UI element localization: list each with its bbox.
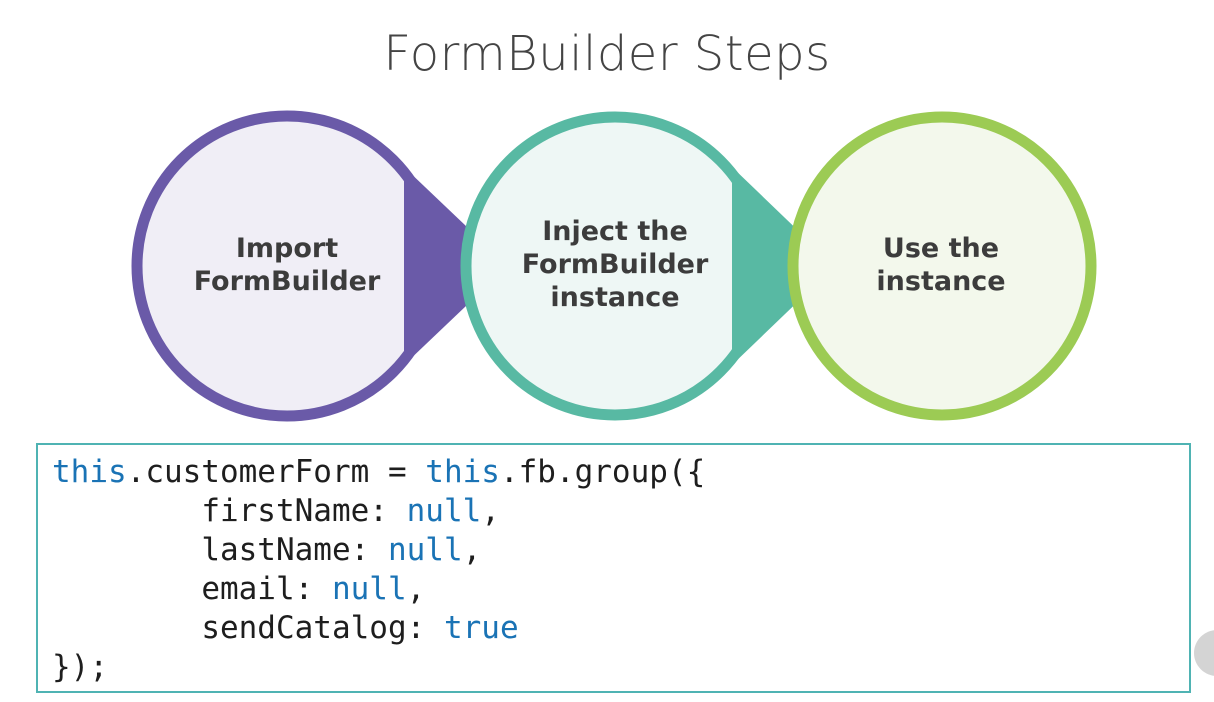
code-keyword: this xyxy=(52,454,127,490)
code-line: email: null, xyxy=(52,571,425,607)
code-text: this.customerForm = this.fb.group({ firs… xyxy=(52,453,705,687)
code-line: lastName: null, xyxy=(52,532,481,568)
code-token: , xyxy=(462,532,482,568)
watermark-badge xyxy=(1194,630,1214,676)
code-value: null xyxy=(406,493,482,529)
step-1-shape xyxy=(131,110,508,422)
step-3-label-line: instance xyxy=(876,266,1006,297)
code-key: sendCatalog: xyxy=(201,610,444,646)
code-token: , xyxy=(406,571,426,607)
step-2-label-line: instance xyxy=(550,282,680,313)
code-keyword: this xyxy=(425,454,500,490)
steps-diagram xyxy=(131,110,1097,422)
step-1-label-line: FormBuilder xyxy=(193,266,381,297)
code-value: null xyxy=(387,532,463,568)
code-line: sendCatalog: true xyxy=(52,610,519,646)
step-3-label-line: Use the xyxy=(882,233,1000,264)
step-2-shape xyxy=(460,111,835,421)
code-value: null xyxy=(331,571,407,607)
code-line: this.customerForm = this.fb.group({ xyxy=(52,454,705,490)
step-2-label: Inject the FormBuilder instance xyxy=(498,215,732,314)
code-line: }); xyxy=(52,649,108,685)
step-1-label: Import FormBuilder xyxy=(172,232,402,298)
code-line: firstName: null, xyxy=(52,493,500,529)
step-3-label: Use the instance xyxy=(826,232,1056,298)
step-2-label-line: Inject the xyxy=(542,216,688,247)
step-1-label-line: Import xyxy=(235,233,339,264)
code-key: email: xyxy=(201,571,332,607)
step-3-shape xyxy=(787,111,1097,421)
step-2-label-line: FormBuilder xyxy=(521,249,709,280)
code-token: .fb.group({ xyxy=(499,454,706,490)
code-key: lastName: xyxy=(201,532,388,568)
code-key: firstName: xyxy=(201,493,407,529)
page-title: FormBuilder Steps xyxy=(383,26,831,82)
code-value: true xyxy=(443,610,519,646)
code-token: , xyxy=(481,493,500,529)
code-token: .customerForm = xyxy=(126,454,426,490)
code-block: this.customerForm = this.fb.group({ firs… xyxy=(36,443,1191,693)
